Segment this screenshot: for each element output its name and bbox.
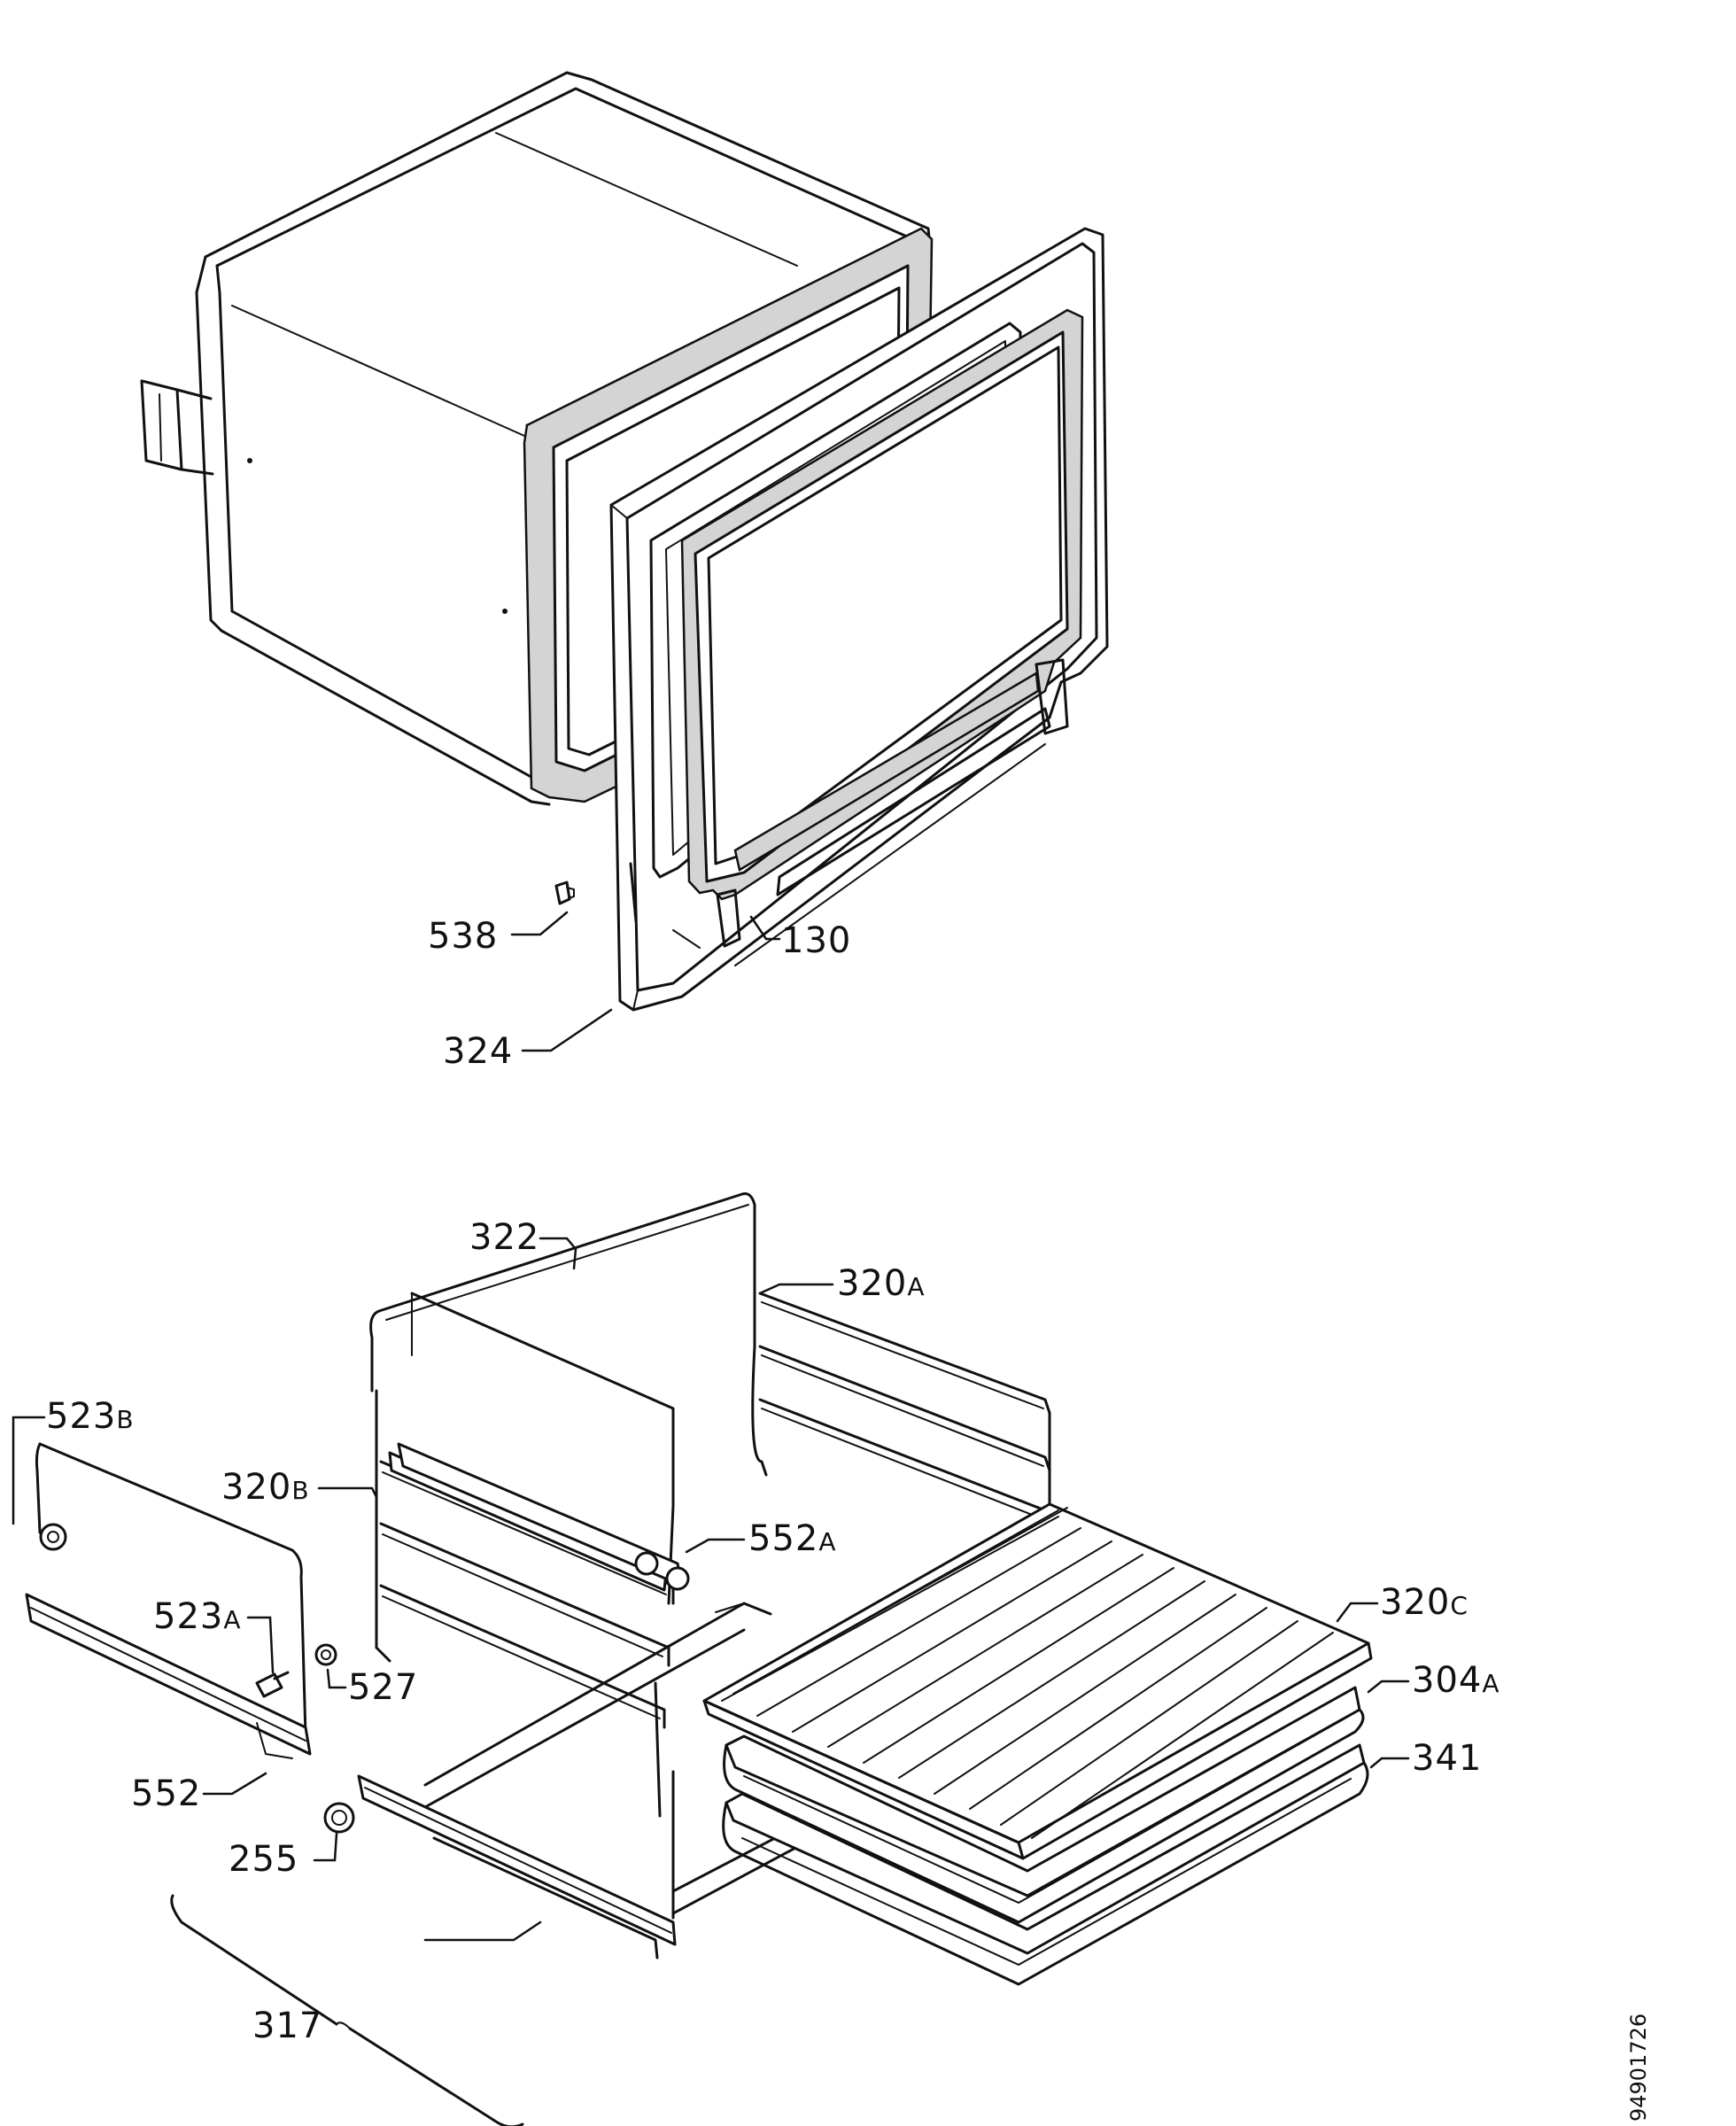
document-id: 94901726 bbox=[1626, 2013, 1651, 2122]
callout-320a-number: 320 bbox=[837, 1263, 907, 1304]
callout-523b: 523B bbox=[46, 1396, 135, 1437]
door-glass-seal bbox=[680, 308, 1084, 948]
callout-324: 324 bbox=[443, 1031, 513, 1072]
wire-shelf-320c bbox=[702, 1502, 1373, 1860]
callout-341: 341 bbox=[1412, 1738, 1482, 1779]
callout-304a-suffix: A bbox=[1482, 1669, 1500, 1698]
oven-base-frame bbox=[423, 1602, 799, 1920]
callout-317: 317 bbox=[252, 2006, 322, 2046]
callout-320b: 320B bbox=[221, 1467, 310, 1508]
grill-element-322 bbox=[369, 1192, 756, 1393]
assembly-bracket-317 bbox=[170, 1894, 524, 2126]
callout-255: 255 bbox=[229, 1839, 298, 1880]
callout-523a-number: 523 bbox=[153, 1596, 223, 1637]
callout-320c-suffix: C bbox=[1450, 1591, 1469, 1620]
slide-rail-552a bbox=[397, 1442, 690, 1591]
callout-322: 322 bbox=[469, 1217, 539, 1258]
callout-552: 552 bbox=[131, 1773, 201, 1814]
fixing-nut-523b bbox=[39, 1523, 67, 1551]
callout-320c-number: 320 bbox=[1380, 1582, 1450, 1623]
slide-rail-552 bbox=[357, 1774, 677, 1959]
nut-527 bbox=[314, 1643, 337, 1666]
callout-523a: 523A bbox=[153, 1596, 242, 1637]
callout-527: 527 bbox=[348, 1667, 418, 1708]
door-catch-538 bbox=[554, 881, 575, 905]
callout-523b-number: 523 bbox=[46, 1396, 116, 1437]
callout-304a: 304A bbox=[1412, 1660, 1500, 1701]
callout-304a-number: 304 bbox=[1412, 1660, 1482, 1701]
wheel-255 bbox=[323, 1802, 355, 1834]
callout-552a-suffix: A bbox=[818, 1527, 836, 1556]
callout-552a-number: 552 bbox=[748, 1518, 818, 1559]
callout-523a-suffix: A bbox=[223, 1605, 241, 1634]
callout-538: 538 bbox=[428, 916, 498, 957]
screw-523a bbox=[255, 1671, 290, 1698]
side-panel-back bbox=[410, 1292, 675, 1605]
baking-tray-304a bbox=[723, 1686, 1365, 1924]
callout-320a: 320A bbox=[837, 1263, 926, 1304]
callout-130: 130 bbox=[781, 920, 851, 961]
side-panel-523b bbox=[25, 1442, 312, 1759]
callout-320b-suffix: B bbox=[291, 1476, 309, 1505]
callout-320b-number: 320 bbox=[221, 1467, 291, 1508]
callout-523b-suffix: B bbox=[116, 1405, 134, 1434]
callout-320a-suffix: A bbox=[907, 1272, 925, 1301]
callout-552a: 552A bbox=[748, 1518, 837, 1559]
baking-tray-341 bbox=[722, 1743, 1369, 1986]
callout-320c: 320C bbox=[1380, 1582, 1469, 1623]
